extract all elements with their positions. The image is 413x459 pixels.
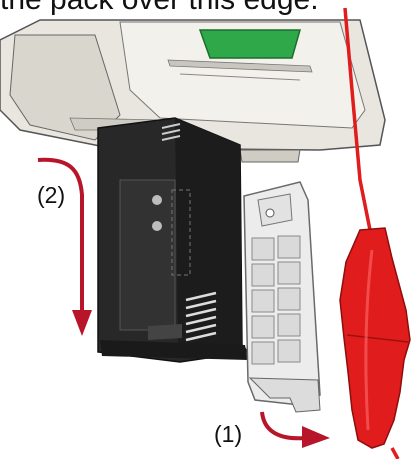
step-1-label: (1) — [214, 421, 242, 447]
down-arrow-head — [72, 310, 92, 336]
red-plug — [340, 228, 410, 448]
step-2-label: (2) — [37, 182, 65, 208]
swing-arrow — [262, 412, 306, 438]
display-screen — [200, 30, 300, 58]
swing-arrow-head — [302, 426, 330, 448]
battery-cover — [244, 182, 320, 412]
battery-pack — [98, 118, 248, 362]
